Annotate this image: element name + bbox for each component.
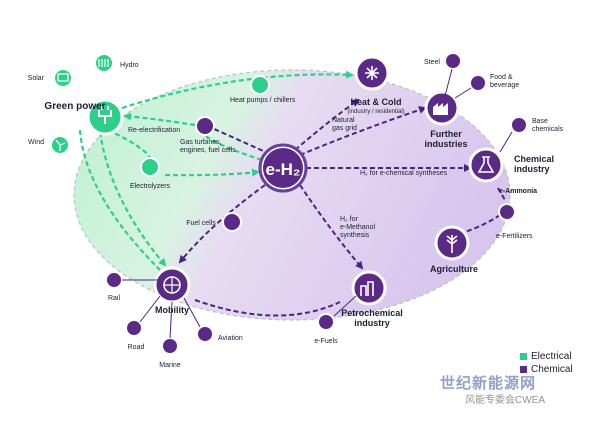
- heat-pump-icon: [250, 75, 270, 95]
- base-chemicals-label-1: Base: [532, 118, 548, 125]
- green-power-label-1: Green power: [44, 101, 105, 112]
- h2-chem-label: H₂ for e-chemical syntheses: [360, 170, 448, 177]
- agriculture-label: Agriculture: [430, 264, 478, 274]
- fuel-cells-label: Fuel cells: [186, 220, 216, 227]
- gas-turbines-label-1: Gas turbines,: [180, 139, 222, 146]
- legend: Electrical Chemical: [520, 350, 573, 376]
- petrochemical-node: [351, 270, 387, 306]
- watermark-subtitle: 风能专委会CWEA: [465, 395, 545, 406]
- legend-chemical-label: Chemical: [531, 364, 573, 375]
- watermark-title: 世纪新能源网: [440, 375, 537, 392]
- marine-label: Marine: [159, 362, 181, 369]
- hydro-icon: [94, 53, 114, 73]
- gas-turbines-label-2: engines, fuel cells: [180, 147, 236, 154]
- steel-label: Steel: [424, 59, 440, 66]
- snowflake-sun-icon: [365, 66, 379, 80]
- electrolyzer-icon: [140, 157, 160, 177]
- food-beverage-icon: [469, 74, 487, 92]
- satellite-nodes: [105, 52, 528, 355]
- plug-icon: [98, 106, 112, 124]
- e-fertilizers-label: e-Fertilizers: [496, 233, 533, 240]
- wind-label: Wind: [28, 139, 44, 146]
- solar-label: Solar: [28, 75, 45, 82]
- food-label-2: beverage: [490, 82, 519, 89]
- heat-cold-sub-label: (industry / residential): [347, 109, 404, 115]
- solar-icon: [53, 68, 73, 88]
- petrochemical-label-1: Petrochemical: [341, 308, 403, 318]
- base-chemicals-label-2: chemicals: [532, 126, 564, 133]
- e-fuels-icon: [317, 313, 335, 331]
- aviation-icon: [196, 325, 214, 343]
- legend-electrical-label: Electrical: [531, 351, 572, 362]
- satellite-links: [122, 68, 513, 339]
- natural-gas-label-2: gas grid: [332, 125, 357, 132]
- h2-meth-label-2: e-Methanol: [340, 224, 375, 231]
- hydro-label: Hydro: [120, 62, 139, 69]
- legend-chemical: Chemical: [520, 363, 573, 376]
- further-industries-label-1: Further: [430, 129, 462, 139]
- e-ammonia-label: e-Ammonia: [499, 188, 537, 195]
- source-nodes: [50, 53, 114, 155]
- re-electrification-label: Re-electrification: [128, 127, 180, 134]
- chemical-swatch: [520, 366, 527, 373]
- legend-electrical: Electrical: [520, 350, 573, 363]
- chemical-industry-label-2: industry: [514, 164, 550, 174]
- aviation-label: Aviation: [218, 335, 243, 342]
- hub-label: e-H₂: [266, 160, 301, 179]
- wheat-icon: [446, 235, 458, 253]
- chemical-industry-node: [468, 147, 504, 183]
- e-fertilizers-icon: [498, 203, 516, 221]
- tech-nodes: [140, 75, 270, 232]
- flask-icon: [477, 156, 495, 173]
- electrical-connections: [78, 70, 354, 271]
- marine-icon: [161, 337, 179, 355]
- h2-meth-label-3: synthesis: [340, 232, 370, 239]
- road-icon: [125, 319, 143, 337]
- petrochemical-label-2: industry: [354, 318, 390, 328]
- e-fuels-label: e-Fuels: [314, 338, 338, 345]
- natural-gas-label-1: Natural: [332, 117, 355, 124]
- h2-meth-label-1: H₂ for: [340, 216, 359, 223]
- heat-cold-label: Heat & Cold: [350, 97, 401, 107]
- gas-turbine-icon: [195, 116, 215, 136]
- heat-pumps-label: Heat pumps / chillers: [230, 97, 296, 104]
- steel-icon: [444, 52, 462, 70]
- refinery-icon: [360, 281, 374, 296]
- rail-label: Rail: [108, 295, 121, 302]
- road-label: Road: [128, 344, 145, 351]
- electrolyzers-label: Electrolyzers: [130, 183, 171, 190]
- chemical-connections: [178, 98, 506, 317]
- base-chemicals-icon: [510, 116, 528, 134]
- fuel-cell-icon: [222, 212, 242, 232]
- food-label-1: Food &: [490, 74, 513, 81]
- further-industries-label-2: industries: [424, 139, 467, 149]
- chemical-industry-label-1: Chemical: [514, 154, 554, 164]
- factory-icon: [433, 103, 448, 115]
- electrical-swatch: [520, 353, 527, 360]
- rail-icon: [105, 271, 123, 289]
